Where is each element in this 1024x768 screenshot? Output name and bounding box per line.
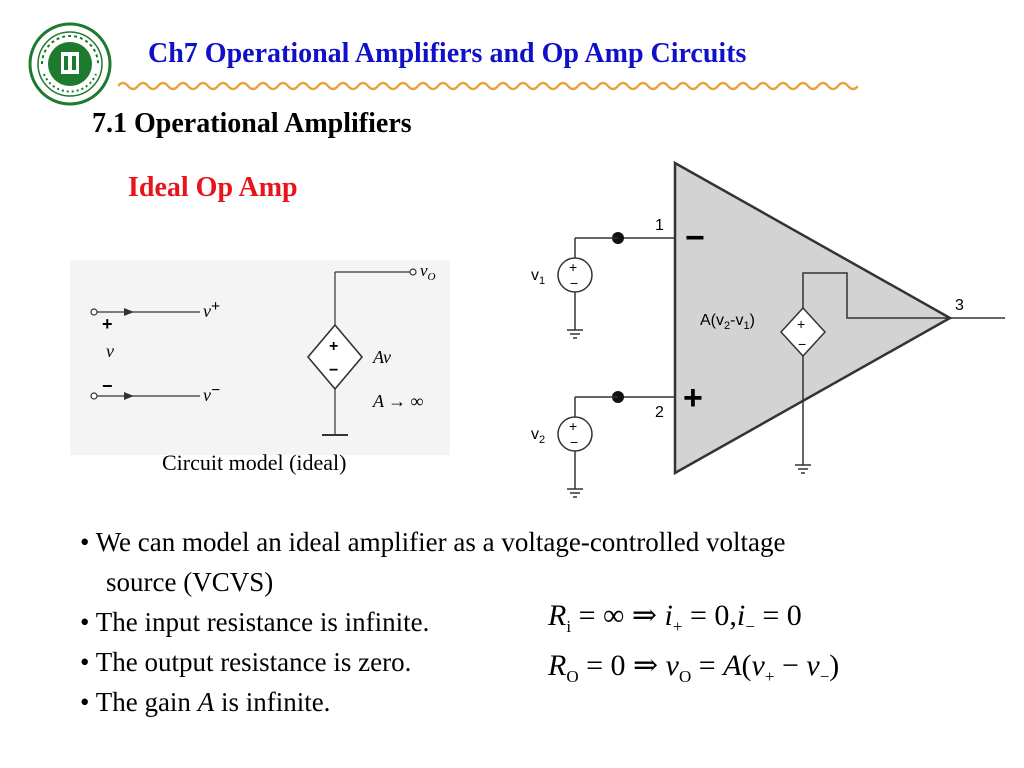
source-plus-sign: + (329, 338, 338, 355)
equation-input-resistance: Ri = ∞ ⇒ i+ = 0,i− = 0 (548, 599, 802, 636)
svg-text:−: − (798, 336, 806, 352)
bullet-vcvs-line1: • We can model an ideal amplifier as a v… (80, 527, 786, 557)
circuit-model-caption: Circuit model (ideal) (162, 450, 347, 475)
vplus-label: v+ (203, 298, 220, 321)
input-minus-sign: − (102, 376, 113, 396)
pin3-label: 3 (955, 297, 964, 314)
limit-label: A → ∞ (372, 391, 424, 411)
university-seal-icon (28, 22, 112, 106)
subheading-ideal-op-amp: Ideal Op Amp (128, 172, 298, 203)
output-terminal (409, 268, 417, 276)
pin2-label: 2 (655, 404, 664, 421)
v-label: v (106, 341, 114, 361)
vo-label: vO (420, 261, 436, 283)
svg-text:+: + (797, 316, 805, 332)
svg-text:+: + (569, 259, 577, 275)
op-amp-diagram: 3 1 − + − v1 2 + + − v2 + − A(v2-v1) (531, 160, 1005, 498)
bullet-vcvs-line2: source (VCVS) (106, 567, 274, 597)
circuit-model-diagram: + v+ v − v− vO + − Av A → ∞ (70, 260, 450, 455)
equation-output-resistance: RO = 0 ⇒ vO = A(v+ − v−) (548, 649, 840, 686)
v2-label: v2 (531, 426, 545, 446)
input-plus-sign: + (102, 314, 113, 334)
bullet-output-resistance: • The output resistance is zero. (80, 647, 412, 677)
source-minus-sign: − (329, 362, 338, 379)
title-underline-decoration (118, 81, 858, 91)
bullet-gain: • The gain A is infinite. (80, 687, 331, 717)
equations: Ri = ∞ ⇒ i+ = 0,i− = 0 RO = 0 ⇒ vO = A(v… (548, 598, 968, 698)
slide-title: Ch7 Operational Amplifiers and Op Amp Ci… (148, 38, 747, 69)
svg-text:−: − (570, 275, 578, 291)
noninverting-input-sign: + (683, 379, 703, 417)
svg-text:+: + (569, 418, 577, 434)
inverting-input-sign: − (685, 219, 705, 257)
arrow-minus (124, 392, 134, 400)
pin1-label: 1 (655, 217, 664, 234)
bullet-input-resistance: • The input resistance is infinite. (80, 607, 430, 637)
v1-label: v1 (531, 267, 545, 287)
arrow-plus (124, 308, 134, 316)
section-heading: 7.1 Operational Amplifiers (92, 108, 412, 139)
bullet-list: • We can model an ideal amplifier as a v… (80, 522, 1000, 722)
input-terminal-plus (90, 308, 98, 316)
internal-gain-label: A(v2-v1) (700, 312, 755, 332)
input-terminal-minus (90, 392, 98, 400)
vminus-label: v− (203, 382, 220, 405)
svg-text:−: − (570, 434, 578, 450)
gain-label: Av (372, 347, 391, 367)
